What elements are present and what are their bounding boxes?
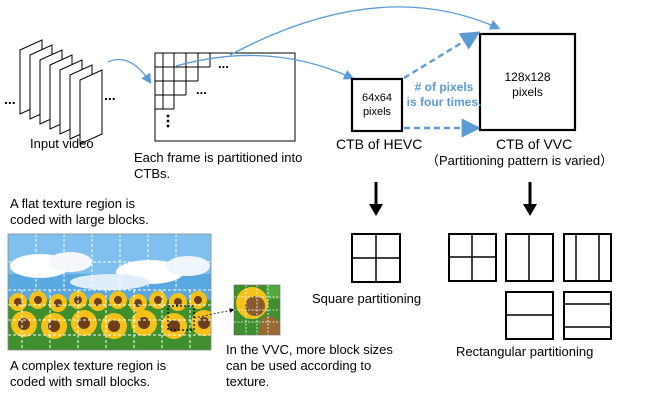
rectangular-partitioning-label: Rectangular partitioning (456, 344, 594, 359)
arrow-video-to-frame (107, 58, 152, 85)
arrow-frame-to-vvc (229, 6, 501, 56)
vertical-binary-split-block (505, 233, 554, 282)
hevc-size-line2: pixels (362, 106, 392, 118)
svg-text:...: ... (4, 91, 16, 107)
input-video-stack: ... ... (4, 39, 116, 145)
vvc-down-arrow (523, 182, 537, 216)
arrow-frame-to-hevc (175, 54, 355, 80)
horizontal-binary-split-block (505, 291, 554, 340)
complex-texture-label-line1: A complex texture region is (10, 358, 167, 373)
vvc-size-label: 128x128 pixels (480, 70, 575, 100)
pixel-ratio-note: # of pixels is four times. (404, 80, 484, 110)
svg-text:...: ... (104, 87, 116, 103)
vvc-block-sizes-line1: In the VVC, more block sizes (226, 342, 393, 357)
frame-partition-label-line1: Each frame is partitioned into (134, 150, 303, 165)
flat-texture-label-line2: coded with large blocks. (10, 212, 149, 227)
sunflower-field-image (8, 234, 211, 350)
more-ctbs-diagonal-dots: ... (196, 82, 207, 97)
more-ctbs-down-dots (166, 114, 170, 128)
hevc-down-arrow (369, 182, 383, 216)
pixel-ratio-note-line1: # of pixels (414, 80, 474, 94)
horizontal-ternary-split-block (563, 291, 612, 340)
hevc-size-label: 64x64 pixels (352, 91, 402, 119)
arrow-hevc-to-vvc-top (403, 31, 481, 80)
flat-texture-label-line1: A flat texture region is (10, 196, 136, 211)
input-video-label: Input video (30, 136, 94, 151)
square-partition-block (351, 233, 401, 283)
vvc-size-line2: pixels (512, 85, 543, 99)
partitioned-frame (154, 52, 296, 142)
vvc-ctb-box (478, 32, 577, 132)
quad-split-block (448, 233, 497, 282)
zoomed-texture-thumbnail (234, 285, 280, 335)
ctb-vvc-label: CTB of VVC (496, 136, 573, 152)
complex-texture-label-line2: coded with small blocks. (10, 374, 151, 389)
vvc-block-sizes-line3: texture. (226, 374, 270, 389)
hevc-size-line1: 64x64 (362, 92, 392, 104)
more-ctbs-right-dots: ... (218, 56, 229, 71)
vvc-block-sizes-line2: can be used according to (226, 358, 372, 373)
pixel-ratio-note-line2: is four times. (406, 95, 482, 109)
zoom-leader-line (193, 308, 235, 319)
hevc-ctb-box (350, 77, 404, 133)
ctb-hevc-label: CTB of HEVC (336, 136, 423, 152)
vvc-pattern-note: （Partitioning pattern is varied） (426, 153, 614, 168)
square-partitioning-label: Square partitioning (312, 291, 422, 306)
vvc-size-line1: 128x128 (504, 70, 551, 84)
vertical-ternary-split-block (563, 233, 612, 282)
frame-partition-label-line2: CTBs. (134, 166, 171, 181)
